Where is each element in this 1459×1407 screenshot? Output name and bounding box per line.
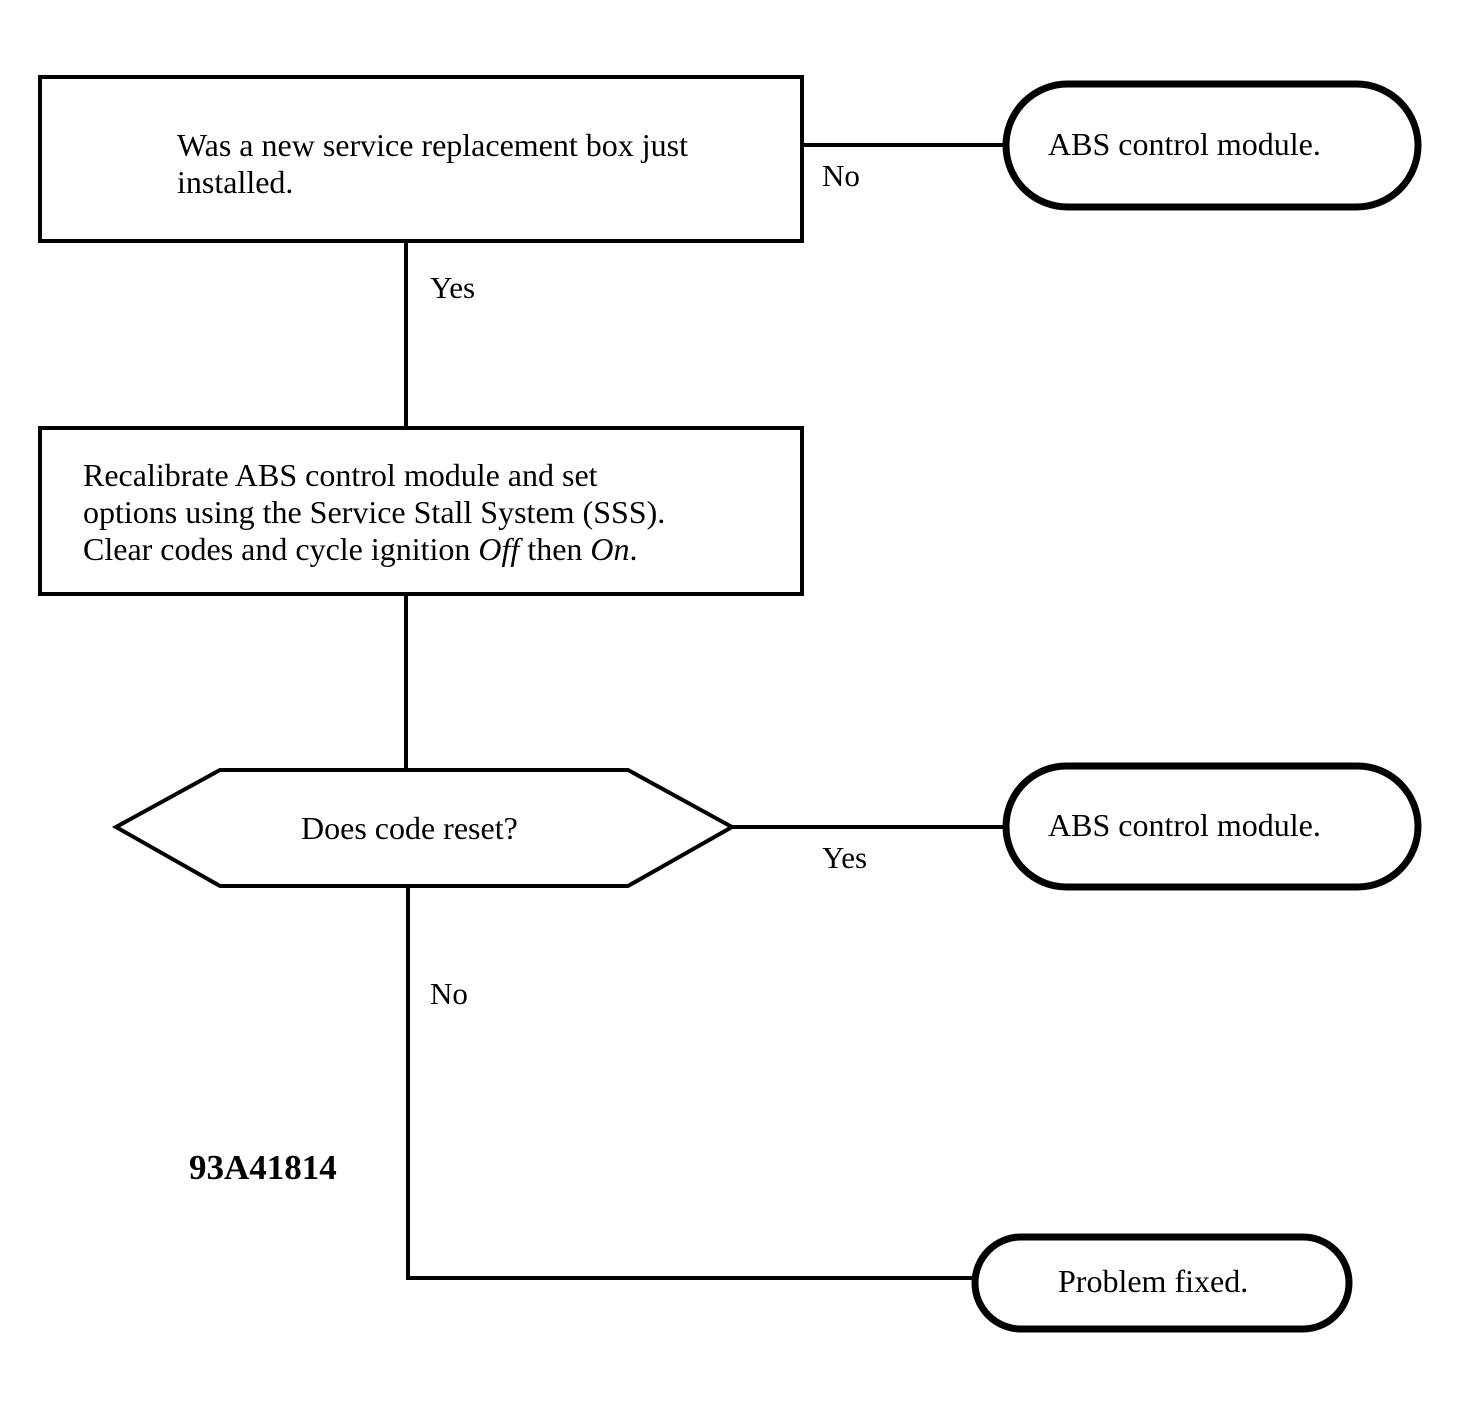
action-text-line-3-start: Clear codes and cycle ignition [83,531,479,567]
figure-id: 93A41814 [189,1148,337,1187]
action-text: Recalibrate ABS control module and set o… [83,457,665,568]
outcome-top-text: ABS control module. [1048,126,1321,162]
decision-hexagon [111,768,737,888]
action-text-off: Off [478,531,520,567]
question-text-line-2: installed. [177,164,294,200]
action-text-line-3-mid: then [519,531,591,567]
outcome-mid-terminal [1002,762,1422,891]
action-text-line-1: Recalibrate ABS control module and set [83,457,598,493]
branch-label-q1-no: No [822,158,860,193]
action-box [38,426,804,596]
action-text-on: On [590,531,630,567]
outcome-top-terminal [1002,80,1422,211]
outcome-bottom-text: Problem fixed. [1058,1263,1249,1299]
action-text-line-3: Clear codes and cycle ignition Off then … [83,531,665,568]
decision-text: Does code reset? [301,810,518,846]
question-text-line-1: Was a new service replacement box just [177,127,688,163]
branch-label-d1-no: No [430,976,468,1011]
action-text-line-3-end: . [629,531,638,567]
question-text: Was a new service replacement box just i… [177,127,688,201]
question-box [38,75,804,243]
action-text-line-2: options using the Service Stall System (… [83,494,666,530]
branch-label-d1-yes: Yes [822,840,868,875]
connector-decision1-to-outcome-bottom [406,886,975,1280]
outcome-mid-text: ABS control module. [1048,807,1321,843]
outcome-bottom-terminal [971,1233,1353,1333]
branch-label-q1-yes: Yes [430,270,476,305]
